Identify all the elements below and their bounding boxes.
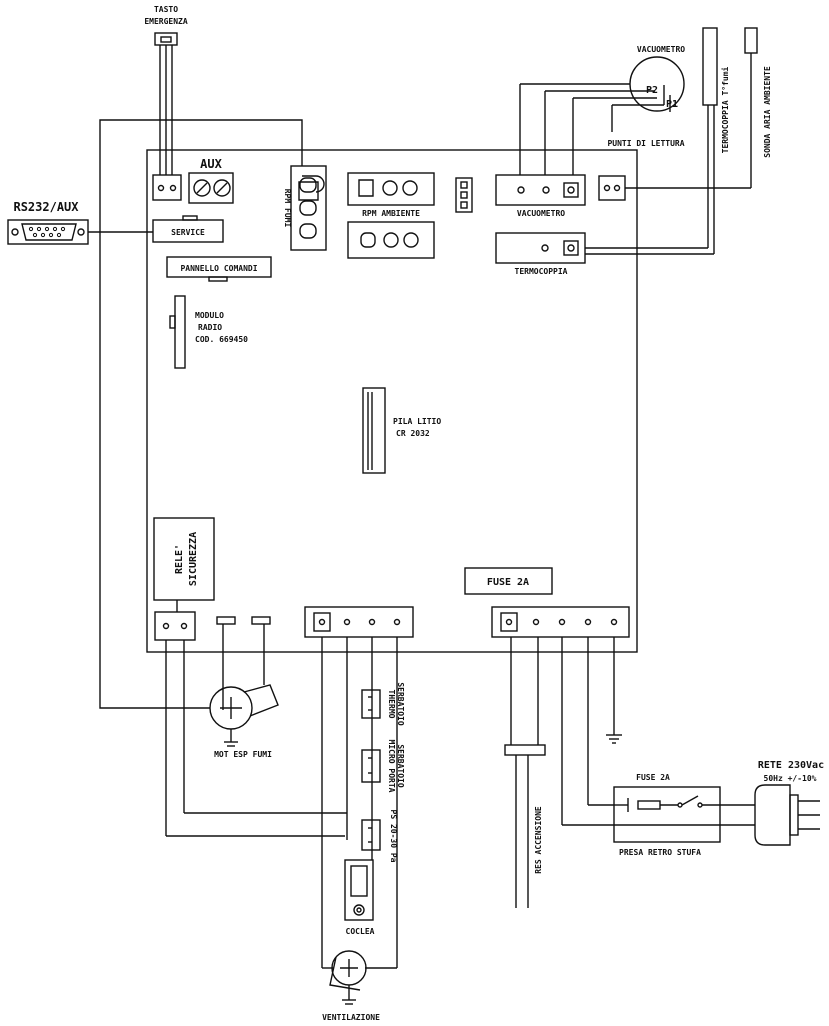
label-termocoppia-conn: TERMOCOPPIA xyxy=(515,267,568,276)
label-vacuometro-conn: VACUOMETRO xyxy=(517,209,565,218)
label-vacuometro-top: VACUOMETRO xyxy=(637,45,685,54)
rpm-ambiente-connector xyxy=(347,172,435,206)
termocoppia-probe xyxy=(702,27,718,106)
label-rete: RETE 230Vac xyxy=(758,760,824,771)
res-accensione xyxy=(504,637,546,908)
vacuometro-gauge xyxy=(519,56,685,175)
label-service: SERVICE xyxy=(171,228,205,237)
fuse-board-box xyxy=(464,567,553,595)
board-fuses xyxy=(216,616,271,625)
label-aux: AUX xyxy=(200,157,222,171)
label-ps: PS 20-30 Pa xyxy=(389,810,398,863)
label-termocoppia-fumi: TERMOCOPPIA T°fumi xyxy=(720,66,730,153)
modulo-radio xyxy=(169,295,186,369)
mains-plug xyxy=(720,784,820,846)
label-rpm-ambiente: RPM AMBIENTE xyxy=(362,209,420,218)
ventilazione-motor xyxy=(329,950,367,1005)
vacuometro-connector xyxy=(495,174,586,206)
pressostato xyxy=(361,819,381,851)
label-mot-esp: MOT ESP FUMI xyxy=(214,750,272,759)
jumper xyxy=(455,177,473,213)
label-rete-hz: 50Hz +/-10% xyxy=(764,774,817,783)
sonda-aria-probe xyxy=(744,27,758,54)
presa-retro-stufa xyxy=(613,786,721,843)
rpm-fumi-connector xyxy=(290,165,327,251)
label-punti-lettura: PUNTI DI LETTURA xyxy=(607,139,684,148)
label-cod: COD. 669450 xyxy=(195,335,248,344)
label-p2: P2 xyxy=(646,85,658,96)
label-presa-retro: PRESA RETRO STUFA xyxy=(619,848,701,857)
label-cr2032: CR 2032 xyxy=(396,429,430,438)
load-connector-right xyxy=(491,606,630,638)
rs232-port xyxy=(7,219,153,245)
main-board xyxy=(146,149,638,653)
label-micro-serbatoio: SERBATOIO xyxy=(396,744,405,788)
rele-sicurezza xyxy=(153,517,215,641)
battery-holder xyxy=(362,387,386,474)
coclea-motor xyxy=(344,859,374,921)
thermo-serbatoio xyxy=(361,689,381,719)
micro-porta-serbatoio xyxy=(361,749,381,783)
label-res-accensione: RES ACCENSIONE xyxy=(534,806,543,874)
sonda-connector xyxy=(598,53,752,201)
service-connector xyxy=(152,215,224,243)
load-connector-left xyxy=(304,606,414,638)
label-fuse-board: FUSE 2A xyxy=(487,577,529,588)
label-rele: RELE' xyxy=(174,544,185,574)
label-pila: PILA LITIO xyxy=(393,417,441,426)
fan-connector xyxy=(347,221,435,259)
label-rpm-fumi: RPM FUMI xyxy=(283,189,292,228)
label-modulo: MODULO xyxy=(195,311,224,320)
label-ventilazione: VENTILAZIONE xyxy=(322,1013,380,1022)
emergency-connector xyxy=(152,174,182,201)
label-rs232: RS232/AUX xyxy=(13,200,79,214)
label-emergenza: EMERGENZA xyxy=(144,17,188,26)
termocoppia-connector xyxy=(495,105,715,264)
label-thermo-serbatoio: SERBATOIO xyxy=(396,682,405,726)
label-thermo: THERMO xyxy=(387,690,396,719)
aux-terminal xyxy=(188,172,234,204)
label-p1: P1 xyxy=(666,99,678,110)
label-micro-porta: MICRO PORTA xyxy=(387,740,396,793)
emergency-button xyxy=(154,32,178,175)
label-sonda-aria: SONDA ARIA AMBIENTE xyxy=(763,66,772,158)
label-radio: RADIO xyxy=(198,323,222,332)
mot-esp-wire xyxy=(99,119,303,709)
label-fuse-presa: FUSE 2A xyxy=(636,773,670,782)
pannello-comandi-connector xyxy=(166,256,272,282)
label-coclea: COCLEA xyxy=(346,927,375,936)
label-tasto: TASTO xyxy=(154,5,178,14)
label-sicurezza: SICUREZZA xyxy=(188,532,199,586)
mot-esp-fumi xyxy=(209,684,279,747)
label-pannello-comandi: PANNELLO COMANDI xyxy=(180,264,257,273)
